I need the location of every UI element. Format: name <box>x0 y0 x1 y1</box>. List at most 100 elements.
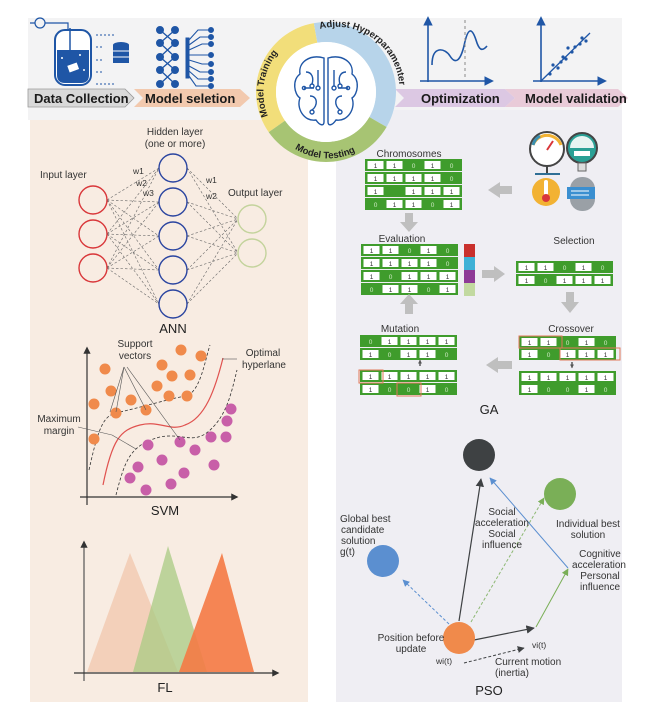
gene-cell <box>518 276 535 284</box>
ann-hidden-node <box>158 153 188 183</box>
gene-value: 1 <box>389 248 393 255</box>
svm-points <box>88 344 237 496</box>
svm-point-class-a <box>175 344 187 356</box>
gene-value: 1 <box>407 374 411 381</box>
gene-value: 1 <box>412 189 416 196</box>
gene-cell <box>363 259 380 267</box>
gene-value: 0 <box>412 163 416 170</box>
gene-cell <box>438 350 455 358</box>
target-particle <box>463 439 495 471</box>
gene-value: 0 <box>370 287 374 294</box>
svm-point-class-a <box>99 363 111 375</box>
ann-input-node <box>78 185 108 215</box>
gene-cell <box>537 263 554 271</box>
svm-point-class-b <box>208 459 220 471</box>
gene-cell <box>401 272 418 280</box>
gene-cell <box>518 263 535 271</box>
gene-value: 1 <box>412 202 416 209</box>
svm-point-class-a <box>88 433 100 445</box>
ann-connections <box>106 167 239 305</box>
ga-chromosomes-label: Chromosomes <box>376 149 441 160</box>
svm-point-class-a <box>181 390 193 402</box>
ann-edge <box>106 233 160 305</box>
svm-point-class-a <box>88 398 100 410</box>
pso-v-label: vi(t) <box>532 640 546 650</box>
ga-mutation-label: Mutation <box>381 324 419 335</box>
svm-margin-sublabel: margin <box>44 426 75 437</box>
ga-flow-arrows <box>400 182 579 373</box>
svm-point-class-a <box>125 394 137 406</box>
personal-influence-arrow <box>470 497 545 623</box>
ann-edge <box>106 201 160 235</box>
svm-point-class-a <box>110 407 122 419</box>
gene-value: 1 <box>525 278 529 285</box>
gene-value: 1 <box>604 352 608 359</box>
gene-cell <box>401 285 418 293</box>
gene-cell <box>537 276 554 284</box>
individual-best-particle <box>544 478 576 510</box>
pipeline-stage-data-collection: Data Collection <box>27 88 135 108</box>
gene-value: 1 <box>370 248 374 255</box>
svm-margin-label: Maximum <box>37 414 80 425</box>
gene-cell <box>381 350 398 358</box>
gene-cell <box>420 259 437 267</box>
gene-value: 1 <box>563 278 567 285</box>
ring-segment-testing <box>268 117 387 162</box>
gene-value: 0 <box>563 265 567 272</box>
ann-hidden-node <box>158 187 188 217</box>
gene-value: 0 <box>431 202 435 209</box>
pso-position-label: Position before update <box>378 633 445 655</box>
gene-cell <box>559 373 576 381</box>
ann-diagram: Input layer Hidden layer (one or more) O… <box>40 127 283 336</box>
gene-cell <box>405 200 422 208</box>
label-line: influence <box>580 582 620 593</box>
gene-cell <box>443 174 460 182</box>
pso-global-best-label: Global best candidate solution g(t) <box>340 514 391 558</box>
social-vector-arrow <box>458 478 484 622</box>
ann-edge <box>106 167 160 269</box>
stage-label: Model validation <box>525 91 627 106</box>
gene-cell <box>540 350 557 358</box>
svm-point-class-b <box>225 403 237 415</box>
gene-cell <box>521 338 538 346</box>
gene-cell <box>438 372 455 380</box>
gene-value: 0 <box>445 352 449 359</box>
gene-cell <box>594 276 611 284</box>
arrow-left-icon <box>486 357 512 373</box>
svm-support-sublabel: vectors <box>119 351 151 362</box>
svm-point-class-b <box>189 444 201 456</box>
gene-value: 0 <box>408 248 412 255</box>
selection-gauges-icon <box>529 131 598 211</box>
neural-network-icon <box>156 26 214 89</box>
ann-weight-label: w2 <box>135 178 147 188</box>
ann-edge <box>106 201 160 269</box>
gene-cell <box>540 385 557 393</box>
brain-icon <box>294 56 358 126</box>
stage-label: Model seletion <box>145 91 235 106</box>
ann-edge <box>106 167 160 201</box>
optimization-curve-icon <box>420 16 494 86</box>
training-cycle: Model Training Adjust Hyperparamenter Mo… <box>255 19 407 162</box>
gene-cell <box>386 161 403 169</box>
svm-optimal-label: Optimal <box>246 348 280 359</box>
pso-diagram: Global best candidate solution g(t) Soci… <box>340 439 626 698</box>
pipeline-stage-optimization: Optimization <box>395 89 515 107</box>
gene-value: 1 <box>388 374 392 381</box>
ga-crossover-label: Crossover <box>548 324 594 335</box>
gene-value: 1 <box>370 261 374 268</box>
gene-cell <box>382 246 399 254</box>
gene-value: 1 <box>525 265 529 272</box>
gene-cell <box>556 276 573 284</box>
ann-edge <box>186 167 239 254</box>
gene-cell <box>559 385 576 393</box>
fitness-swatch <box>464 244 475 257</box>
fl-title: FL <box>157 680 172 695</box>
gene-cell <box>362 372 379 380</box>
gene-value: 1 <box>604 375 608 382</box>
